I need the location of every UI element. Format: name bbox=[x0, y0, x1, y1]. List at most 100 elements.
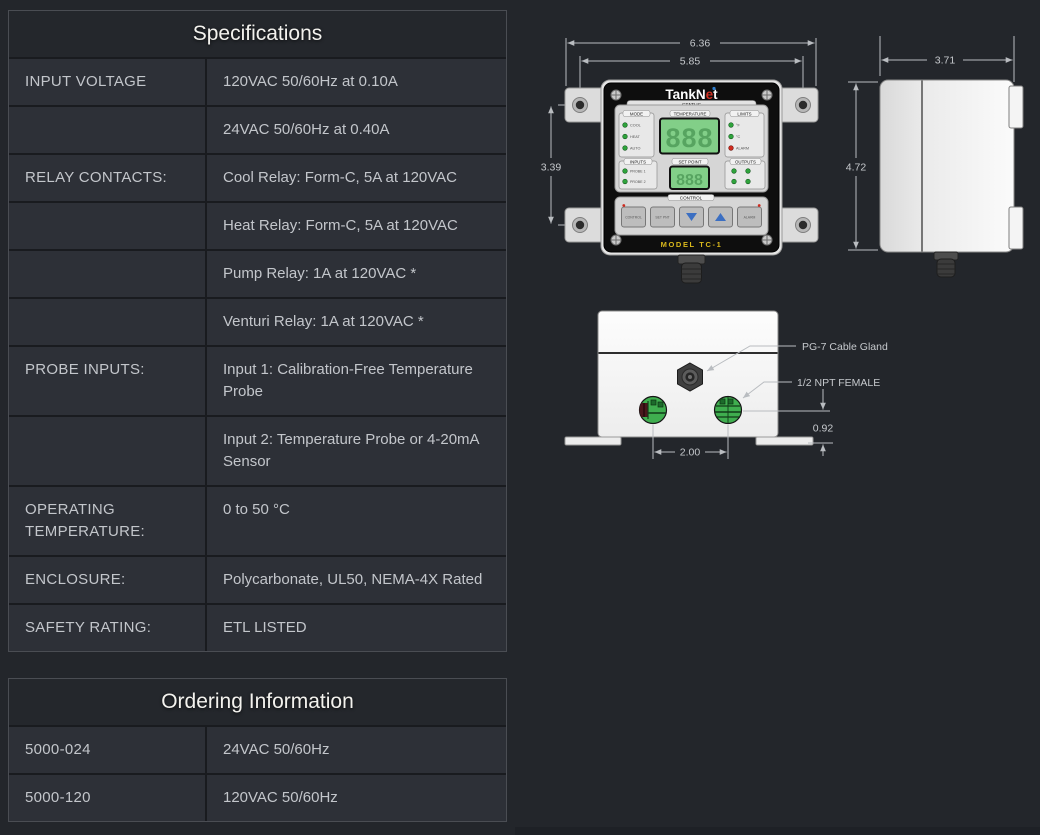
dim-label-636: 6.36 bbox=[690, 38, 711, 50]
dimension-side-width bbox=[879, 36, 1015, 82]
up-arrow-icon bbox=[715, 213, 726, 221]
order-row-part-number: 5000-120 bbox=[9, 775, 205, 821]
control-button-label: CONTROL bbox=[625, 216, 642, 220]
spec-row-value: Input 2: Temperature Probe or 4-20mA Sen… bbox=[207, 417, 506, 485]
brand-logo: TankNet bbox=[665, 87, 718, 102]
temperature-display: TEMPERATURE 888 bbox=[659, 110, 720, 155]
inputs-led-probe1 bbox=[622, 168, 628, 174]
specifications-title: Specifications bbox=[9, 11, 506, 57]
outputs-led bbox=[731, 168, 737, 174]
dim-label-339: 3.39 bbox=[541, 162, 562, 174]
limits-led-label: ALARM bbox=[736, 147, 749, 151]
npt-callout: 1/2 NPT FEMALE bbox=[797, 377, 880, 389]
front-cable-gland bbox=[677, 254, 706, 284]
spec-row-label bbox=[9, 251, 205, 297]
brand-accent-dot bbox=[712, 86, 716, 91]
spec-row-label: PROBE INPUTS: bbox=[9, 347, 205, 415]
bottom-view-drawing: PG-7 Cable Gland 1/2 NPT FEMALE 0.92 2.0… bbox=[564, 310, 888, 459]
spec-row-value: Cool Relay: Form-C, 5A at 120VAC bbox=[207, 155, 506, 201]
control-label: CONTROL bbox=[680, 195, 703, 200]
mode-led-label: AUTO bbox=[630, 147, 641, 151]
inputs-led-probe2 bbox=[622, 178, 628, 185]
limits-label: LIMITS bbox=[737, 111, 751, 116]
spec-row-value: Polycarbonate, UL50, NEMA-4X Rated bbox=[207, 557, 506, 603]
front-view-drawing: 6.36 5.85 3.39 bbox=[541, 38, 819, 284]
set-point-button-label: SET PNT bbox=[655, 216, 669, 220]
outputs-led bbox=[745, 168, 751, 174]
inputs-label: INPUTS bbox=[630, 159, 646, 164]
dimension-front-width-overall bbox=[565, 38, 817, 86]
spec-row-value: 0 to 50 °C bbox=[207, 487, 506, 555]
control-button bbox=[621, 206, 646, 228]
mode-section: MODE COOL HEAT AUTO bbox=[618, 110, 655, 158]
mode-led-auto bbox=[622, 145, 628, 151]
dimension-port-offset bbox=[743, 389, 833, 456]
order-row-part-number: 5000-024 bbox=[9, 727, 205, 773]
mounting-flange bbox=[564, 436, 622, 446]
temperature-digits: 888 bbox=[665, 123, 713, 153]
corner-screws bbox=[610, 89, 773, 246]
set-point-digits: 888 bbox=[676, 172, 703, 189]
order-row-description: 24VAC 50/60Hz bbox=[207, 727, 506, 773]
spec-row-value: 120VAC 50/60Hz at 0.10A bbox=[207, 59, 506, 105]
spec-row-value: ETL LISTED bbox=[207, 605, 506, 651]
spec-row-label bbox=[9, 417, 205, 485]
spec-row-label bbox=[9, 203, 205, 249]
spec-row-value: Input 1: Calibration-Free Temperature Pr… bbox=[207, 347, 506, 415]
outputs-led bbox=[731, 178, 737, 185]
mode-label: MODE bbox=[630, 111, 643, 116]
control-led bbox=[622, 204, 626, 207]
mounting-tab bbox=[775, 207, 819, 243]
dim-label-200: 2.00 bbox=[680, 447, 701, 459]
specifications-table: Specifications INPUT VOLTAGE 120VAC 50/6… bbox=[8, 10, 507, 652]
down-arrow-icon bbox=[686, 213, 697, 221]
set-point-button bbox=[650, 206, 675, 228]
inputs-led-label: PROBE 1 bbox=[630, 170, 646, 174]
dim-label-371: 3.71 bbox=[935, 55, 956, 67]
limits-led-alarm bbox=[728, 145, 734, 151]
pg7-cable-gland bbox=[677, 362, 703, 392]
mode-led-label: COOL bbox=[630, 124, 641, 128]
outputs-label: OUTPUTS bbox=[735, 159, 756, 164]
ordering-information-table: Ordering Information 5000-024 24VAC 50/6… bbox=[8, 678, 507, 822]
cable-gland-leader bbox=[706, 345, 796, 372]
alarm-button-label: ALARM bbox=[744, 216, 756, 220]
set-point-display: SET POINT 888 bbox=[669, 158, 710, 190]
limits-led-c bbox=[728, 133, 734, 140]
dim-label-472: 4.72 bbox=[846, 162, 867, 174]
outputs-section: OUTPUTS bbox=[724, 158, 766, 190]
mounting-flange bbox=[755, 436, 814, 446]
hinge bbox=[1008, 85, 1024, 129]
temperature-label: TEMPERATURE bbox=[674, 111, 707, 116]
spec-row-value: Heat Relay: Form-C, 5A at 120VAC bbox=[207, 203, 506, 249]
mode-led-heat bbox=[622, 133, 628, 140]
mounting-tabs bbox=[564, 87, 819, 243]
dimension-front-width-holes bbox=[579, 56, 804, 88]
alarm-button bbox=[737, 206, 762, 228]
set-point-label: SET POINT bbox=[678, 159, 701, 164]
ordering-information-title: Ordering Information bbox=[9, 679, 506, 725]
limits-led-label: °C bbox=[736, 135, 741, 139]
bottom-divider bbox=[515, 827, 1040, 835]
dimension-port-spacing bbox=[652, 425, 729, 459]
inputs-section: INPUTS PROBE 1 PROBE 2 bbox=[618, 158, 658, 190]
limits-led-label: °F bbox=[736, 124, 741, 128]
spec-row-label: RELAY CONTACTS: bbox=[9, 155, 205, 201]
hinge bbox=[1008, 206, 1024, 250]
npt-port-right bbox=[713, 395, 743, 425]
side-enclosure bbox=[879, 79, 1015, 253]
spec-row-value: Pump Relay: 1A at 120VAC * bbox=[207, 251, 506, 297]
control-panel: CONTROL CONTROL SET PNT ALARM bbox=[614, 194, 769, 236]
mode-led-cool bbox=[622, 122, 628, 128]
npt-leader bbox=[742, 381, 792, 399]
temperature-lcd bbox=[659, 117, 720, 155]
npt-port-left bbox=[638, 395, 668, 425]
spec-row-label: ENCLOSURE: bbox=[9, 557, 205, 603]
side-view-drawing: 3.71 4.72 bbox=[846, 36, 1024, 278]
outputs-led bbox=[745, 178, 751, 185]
limits-led-f bbox=[728, 122, 734, 128]
alarm-led bbox=[757, 204, 761, 207]
spec-row-label: INPUT VOLTAGE bbox=[9, 59, 205, 105]
limits-section: LIMITS °F °C ALARM bbox=[724, 110, 765, 158]
dim-label-092: 0.92 bbox=[813, 423, 834, 435]
